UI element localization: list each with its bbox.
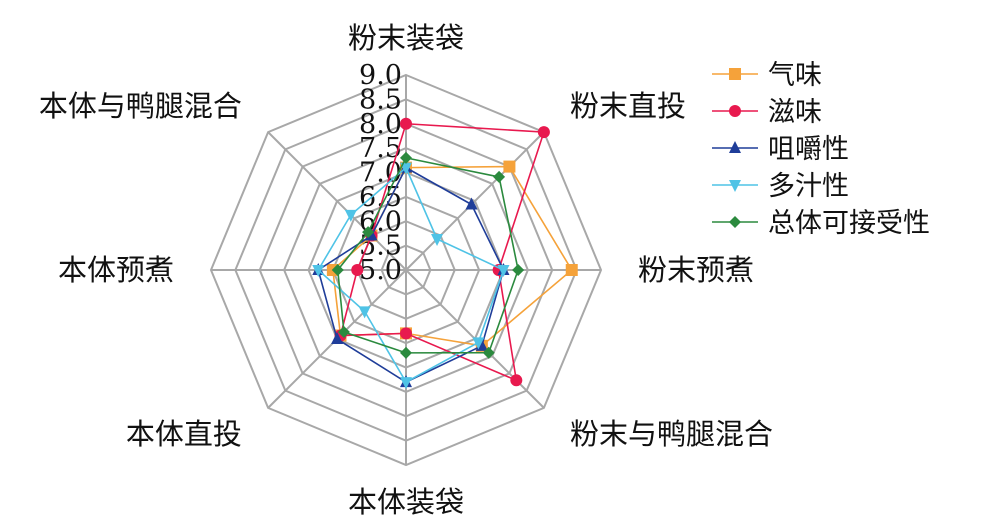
data-point: [344, 209, 357, 222]
tick-label: 9.0: [359, 60, 402, 91]
data-point: [400, 377, 412, 390]
data-point: [497, 265, 510, 277]
category-label: 本体预煮: [58, 253, 174, 287]
legend-label: 总体可接受性: [768, 208, 930, 239]
data-point: [362, 226, 375, 239]
data-point: [482, 346, 495, 359]
data-point: [493, 170, 506, 183]
data-point: [512, 264, 525, 276]
category-label: 粉末直投: [570, 89, 686, 123]
data-point: [337, 326, 350, 339]
category-label: 粉末与鸭腿混合: [570, 417, 773, 451]
category-label: 本体装袋: [348, 485, 464, 517]
tick-label: 5.0: [359, 255, 402, 286]
category-label: 本体直投: [126, 417, 242, 451]
legend-label: 滋味: [768, 97, 822, 128]
legend-marker: [729, 68, 741, 80]
grid-spoke: [405, 131, 545, 271]
data-point: [331, 331, 344, 344]
tick-label: 7.0: [359, 158, 402, 189]
legend-label: 气味: [768, 60, 822, 91]
data-point: [510, 374, 523, 387]
data-point: [465, 197, 478, 210]
tick-label: 8.0: [359, 109, 402, 140]
category-label: 粉末装袋: [348, 21, 464, 55]
legend-marker: [729, 180, 741, 192]
legend-label: 咀嚼性: [768, 134, 849, 165]
tick-label: 8.5: [359, 84, 402, 115]
legend-marker: [729, 105, 741, 117]
data-point: [400, 327, 412, 340]
data-point: [503, 160, 516, 173]
category-label: 本体与鸭腿混合: [39, 89, 242, 123]
legend-label: 多汁性: [768, 171, 849, 202]
data-point: [431, 233, 444, 246]
data-point: [331, 264, 344, 276]
data-point: [537, 126, 550, 139]
legend-marker: [729, 141, 741, 153]
data-point: [400, 346, 412, 359]
data-point: [351, 264, 364, 276]
data-point: [565, 264, 578, 276]
legend-marker: [729, 216, 741, 228]
series-diamond: [331, 151, 525, 359]
data-point: [312, 265, 325, 277]
category-label: 粉末预煮: [638, 253, 754, 287]
grid-spoke: [267, 131, 407, 271]
data-point: [400, 151, 412, 164]
data-point: [400, 117, 412, 130]
series-layer: [312, 117, 578, 390]
data-point: [472, 337, 485, 350]
data-point: [400, 162, 412, 175]
data-point: [358, 306, 371, 319]
series-triangle-down: [312, 162, 510, 390]
